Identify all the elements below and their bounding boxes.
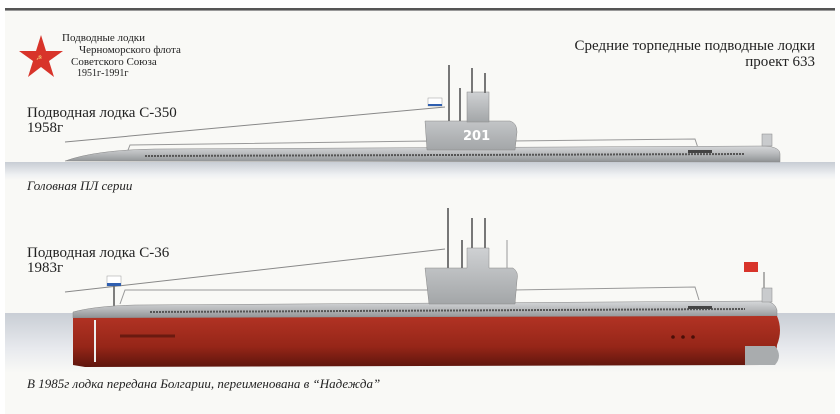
boat-1-name: Подводная лодка С-350 (27, 105, 177, 121)
series-line-2: Черноморского флота (79, 44, 181, 56)
boat-2-caption: В 1985г лодка передана Болгарии, переиме… (27, 376, 381, 391)
page-title: Средние торпедные подводные лодки (574, 38, 815, 54)
project-number: проект 633 (745, 54, 815, 70)
submarine-s36 (64, 208, 780, 367)
series-years: 1951г-1991г (77, 68, 129, 79)
soviet-flag-icon (744, 262, 758, 272)
series-line-3: Советского Союза (71, 56, 157, 68)
hull-number: 201 (463, 129, 490, 144)
boat-1-year: 1958г (27, 120, 64, 136)
series-line-1: Подводные лодки (62, 32, 146, 44)
boat-1-caption: Головная ПЛ серии (27, 178, 133, 193)
red-star-icon: ☭ (19, 35, 63, 77)
submarine-s350: 201 (64, 65, 781, 163)
illustration-page: ☭ 201 (5, 8, 835, 414)
boat-2-name: Подводная лодка С-36 (27, 245, 170, 261)
waterline-top (5, 162, 835, 180)
svg-text:☭: ☭ (36, 54, 42, 62)
boat-2-year: 1983г (27, 260, 64, 276)
submarine-drawings: ☭ 201 (19, 35, 781, 367)
